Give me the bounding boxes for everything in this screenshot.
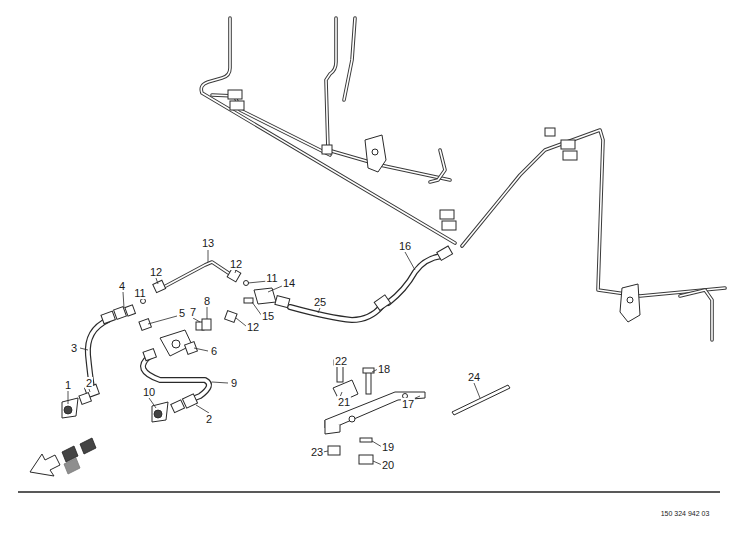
hoses (88, 256, 442, 400)
callout-number: 8 (203, 295, 211, 307)
callout-number: 4 (118, 280, 126, 292)
callout-number: 11 (133, 287, 146, 299)
callout-number: 1 (64, 379, 72, 391)
callout-number: 14 (282, 277, 296, 289)
callout-number: 2 (205, 413, 213, 425)
leader-lines (68, 250, 480, 465)
callout-number: 9 (230, 377, 238, 389)
callout-number: 23 (310, 446, 324, 458)
frame-rule (18, 491, 720, 492)
callout-number: 2 (85, 377, 93, 389)
callout-number: 12 (149, 266, 163, 278)
callout-number: 12 (246, 321, 260, 333)
callout-number: 5 (178, 307, 186, 319)
callout-number: 25 (313, 296, 327, 308)
callout-number: 18 (377, 363, 391, 375)
callout-number: 20 (381, 459, 395, 471)
mounting-bracket (325, 360, 425, 464)
callout-number: 16 (398, 240, 412, 252)
drawing-number: 150 324 942 03 (660, 510, 711, 518)
callout-number: 15 (261, 310, 275, 322)
callout-number: 13 (201, 237, 215, 249)
callout-number: 7 (189, 306, 197, 318)
callout-number: 11 (265, 272, 278, 284)
callout-number: 19 (381, 441, 395, 453)
frame-tubing (201, 18, 725, 340)
cable-tie (452, 385, 510, 415)
callout-number: 22 (334, 355, 348, 367)
callout-number: 12 (229, 258, 243, 270)
callout-number: 24 (467, 371, 481, 383)
callout-number: 21 (337, 396, 351, 408)
direction-arrow (30, 438, 96, 476)
callout-number: 17 (401, 398, 415, 410)
callout-number: 3 (70, 342, 78, 354)
callout-number: 6 (210, 345, 218, 357)
callout-number: 10 (142, 386, 156, 398)
